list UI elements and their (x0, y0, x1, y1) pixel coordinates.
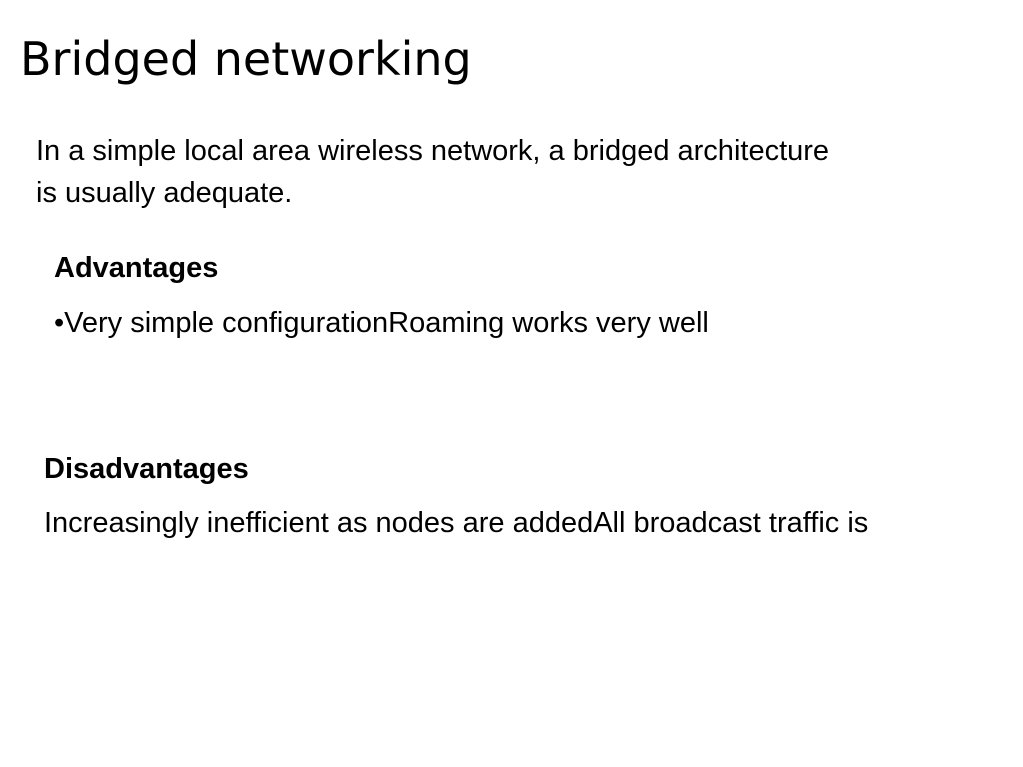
advantages-heading: Advantages (54, 252, 219, 284)
advantages-text: •Very simple configurationRoaming works … (54, 307, 709, 339)
disadvantages-text: Increasingly inefficient as nodes are ad… (44, 507, 869, 539)
intro-paragraph: In a simple local area wireless network,… (36, 135, 830, 209)
slide-title: Bridged networking (20, 32, 472, 86)
disadvantages-heading: Disadvantages (44, 453, 249, 485)
